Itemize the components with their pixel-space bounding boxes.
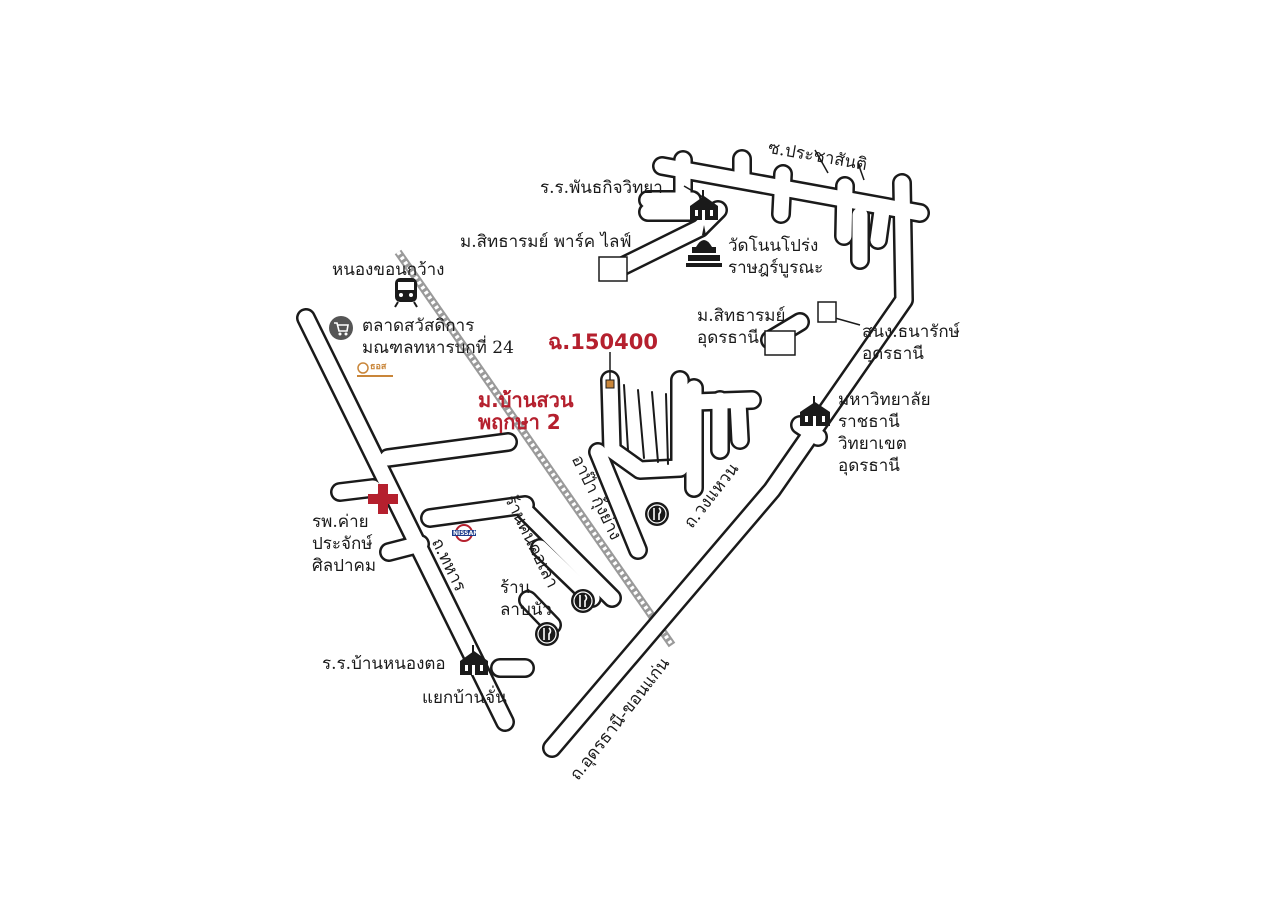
label-university-line3: วิทยาเขต [838, 434, 907, 454]
nissan-logo-icon [452, 524, 476, 542]
restaurant-icon [571, 589, 595, 613]
label-market-line2: มณฑลทหารบกที่ 24 [362, 338, 514, 358]
label-sitharom-line2: อุดรธานี [697, 328, 759, 348]
label-junction: แยกบ้านจั่น [422, 688, 507, 708]
school-icon [690, 190, 718, 220]
label-university-line1: มหาวิทยาลัย [838, 390, 931, 410]
label-stadium-line1: สนง.ธนารักษ์ [862, 322, 960, 342]
train-icon [394, 278, 418, 308]
building-square-icon [764, 330, 796, 356]
restaurant-icon [645, 502, 669, 526]
label-wat-line2: ราษฎร์บูรณะ [728, 258, 824, 278]
label-school-nongto: ร.ร.บ้านหนองตอ [322, 654, 446, 674]
hospital-icon [368, 484, 398, 514]
project-name-line1: ม.บ้านสวน [478, 388, 574, 412]
label-brand-small: ธอส [370, 362, 387, 372]
label-stadium-line2: อุดรธานี [862, 344, 924, 364]
label-restaurant-line2: ลาบนัว [500, 600, 552, 620]
project-marker-icon [605, 379, 615, 389]
label-university-line4: อุดรธานี [838, 456, 900, 476]
building-square-icon [598, 256, 628, 282]
label-hospital-line3: ศิลปาคม [312, 556, 377, 576]
label-nongkhonkwang: หนองขอนกว้าง [332, 260, 445, 280]
brand-logo-icon [357, 362, 393, 377]
label-university-line2: ราชธานี [838, 412, 900, 432]
temple-icon [686, 225, 722, 267]
label-school-phanthakit: ร.ร.พันธกิจวิทยา [540, 178, 663, 198]
label-restaurant-line1: ร้าน [500, 578, 531, 598]
building-square-icon [817, 301, 837, 323]
project-code: ฉ.150400 [548, 330, 658, 354]
label-hospital-line2: ประจักษ์ [312, 534, 373, 554]
label-sitharom-park-life: ม.สิทธารมย์ พาร์ค ไลฟ์ [460, 232, 632, 252]
label-nissan: NISSAN [453, 530, 479, 537]
railway-line [394, 249, 676, 648]
project-name-line2: พฤกษา 2 [478, 410, 561, 434]
school-icon [460, 645, 488, 675]
school-icon [800, 396, 830, 426]
label-hospital-line1: รพ.ค่าย [312, 512, 369, 532]
label-sitharom-line1: ม.สิทธารมย์ [697, 306, 786, 326]
label-wat-line1: วัดโนนโปร่ง [728, 236, 819, 256]
cart-icon [329, 316, 353, 340]
label-market-line1: ตลาดสวัสดิการ [362, 316, 475, 336]
restaurant-icon [535, 622, 559, 646]
